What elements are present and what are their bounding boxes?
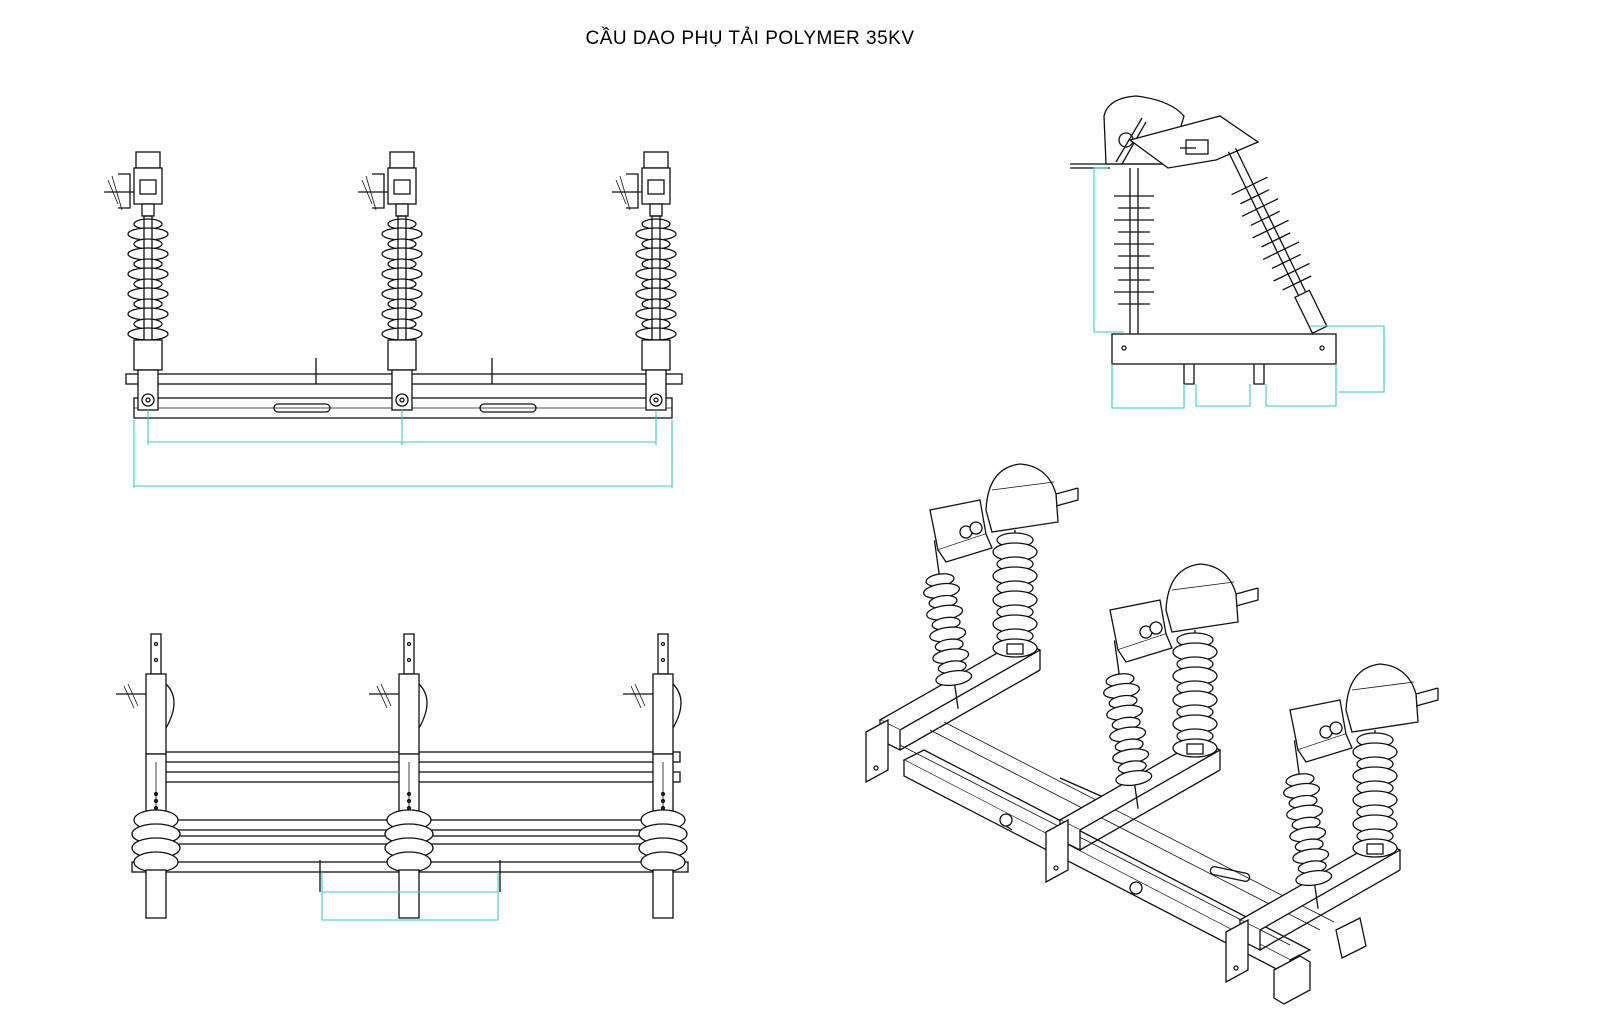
front-view bbox=[104, 152, 683, 488]
top-view bbox=[115, 633, 689, 921]
side-view-vertical-insulator bbox=[1114, 195, 1154, 305]
drawing-title: CẦU DAO PHỤ TẢI POLYMER 35KV bbox=[585, 28, 915, 49]
side-view-tilted-insulator bbox=[1227, 147, 1328, 335]
isometric-view bbox=[866, 464, 1438, 1005]
side-view bbox=[1070, 95, 1385, 409]
